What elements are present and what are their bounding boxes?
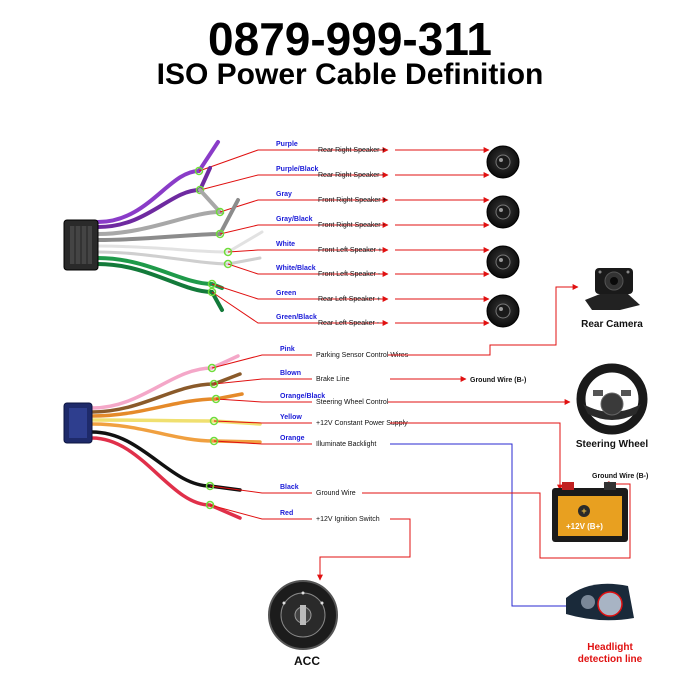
speaker-link-line [199,172,389,191]
power-link-line [209,485,312,494]
wire-function-label: Parking Sensor Control Wires [316,352,409,359]
wire-color-label: Blown [280,370,301,377]
power-wire [90,354,240,410]
wire-function-label: Rear Left Speaker - [318,320,380,327]
wire-color-label: Purple/Black [276,166,319,173]
acc-label: ACC [294,654,320,668]
wire-function-label: +12V Constant Power Supply [316,420,408,427]
bottom-iso-connector [63,402,93,444]
headlight-label-line2: detection line [578,654,643,665]
rear-camera-icon [585,268,640,310]
phone-number: 0879-999-311 [208,13,492,65]
speaker-icon [486,145,520,179]
power-link-line [215,398,312,403]
wire-function-label: +12V Ignition Switch [316,516,380,523]
wire-function-label: Steering Wheel Control [316,399,389,406]
ground-link-line [362,481,631,559]
speaker-link-line [227,263,389,277]
constant-power-link-line [390,422,563,491]
steering-wheel-label: Steering Wheel [576,439,648,450]
speaker-wire [96,140,220,224]
wire-function-label: Front Left Speaker + [318,247,382,254]
wire-color-label: White [276,241,295,248]
svg-text:+: + [581,506,586,516]
headlight-icon [566,583,634,621]
page-title: ISO Power Cable Definition [157,58,544,91]
wire-node [194,166,204,176]
brake-ground-label: Ground Wire (B-) [470,377,526,384]
wire-color-label: Red [280,510,293,517]
backlight-link-line [390,443,568,607]
power-wires [90,354,312,520]
wire-color-label: Gray [276,191,292,198]
speaker-link-line [198,147,389,172]
wire-color-label: Green [276,290,296,297]
speaker-wires [96,140,490,326]
wire-color-label: Orange [280,435,305,442]
wire-function-label: Ground Wire [316,490,356,497]
wire-node [215,229,225,239]
rear-camera-label: Rear Camera [581,319,643,330]
speaker-icon [486,195,520,229]
wire-color-label: Green/Black [276,314,317,321]
wire-function-label: Front Right Speaker - [318,222,386,229]
speaker-link-line [219,222,389,235]
wire-color-label: White/Black [276,265,316,272]
wire-function-label: Rear Right Speaker + [318,147,386,154]
wire-function-label: Rear Left Speaker + [318,296,381,303]
speaker-link-line [227,247,389,253]
wire-node [209,416,219,426]
wire-node [205,481,215,491]
wire-color-label: Orange/Black [280,393,325,400]
power-wire [90,418,262,426]
battery-icon: + [552,482,628,542]
headlight-label-line1: Headlight [587,642,633,653]
wire-color-label: Pink [280,346,295,353]
wire-function-label: Brake Line [316,376,350,383]
ignition-link-line [317,518,411,581]
wire-function-label: Front Left Speaker - [318,271,381,278]
wire-node [207,279,217,289]
wire-node [211,394,221,404]
power-wire [90,372,242,414]
wire-node [223,247,233,257]
wire-color-label: Gray/Black [276,216,313,223]
steering-wheel-icon [576,363,648,435]
power-wire [90,422,262,444]
power-wire [90,430,242,492]
battery-positive-label: +12V (B+) [566,522,603,531]
power-wire [90,436,242,520]
wire-function-label: Front Right Speaker + [318,197,387,204]
wire-color-label: Purple [276,141,298,148]
ignition-acc-icon [268,580,338,650]
wire-node [207,363,217,373]
wire-node [223,259,233,269]
speaker-link-line [211,291,389,326]
wire-node [205,500,215,510]
camera-link-line [388,284,579,356]
wire-function-label: Illuminate Backlight [316,441,376,448]
speaker-wire [96,188,225,236]
speaker-link-line [211,283,389,302]
battery-ground-label: Ground Wire (B-) [592,473,648,480]
speaker-wire [96,250,262,266]
power-wire [90,392,244,418]
speaker-icon [486,294,520,328]
power-link-line [213,420,312,424]
wire-function-label: Rear Right Speaker - [318,172,384,179]
wire-node [215,207,225,217]
wire-color-label: Black [280,484,299,491]
speaker-icon [486,245,520,279]
wire-node [195,185,205,195]
power-link-line [213,440,312,445]
wire-node [209,436,219,446]
power-link-line [211,354,312,369]
power-link-line [213,378,312,385]
power-link-line [209,504,312,520]
top-iso-connector [63,219,99,271]
wire-node [209,379,219,389]
wire-node [207,287,217,297]
wire-color-label: Yellow [280,414,302,421]
